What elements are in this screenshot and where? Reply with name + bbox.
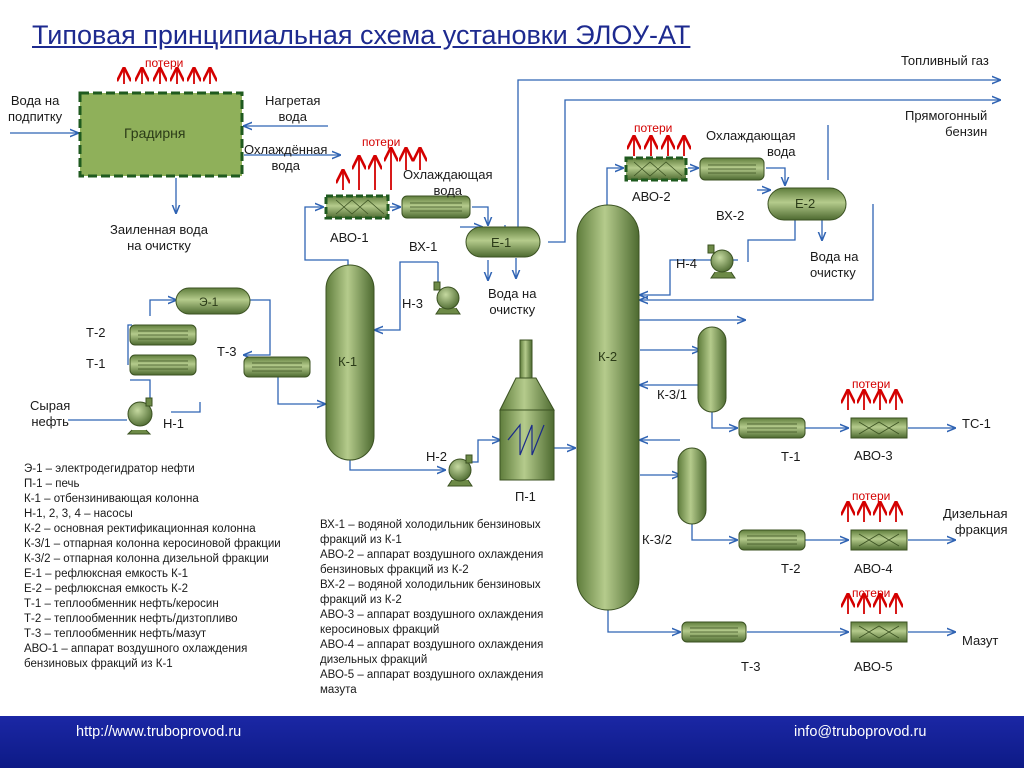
stream-water-makeup: Вода на подпитку xyxy=(8,93,63,124)
page-title: Типовая принципиальная схема установки Э… xyxy=(32,20,691,50)
air-cooler-avo1[interactable] xyxy=(324,194,390,220)
stream-cooled-water: Охлаждённая вода xyxy=(244,142,328,173)
legend-item: К-1 – отбензинивающая колонна xyxy=(24,493,199,505)
air-cooler-avo4[interactable] xyxy=(850,529,908,551)
label-avo5: АВО-5 xyxy=(854,659,893,674)
column-k1[interactable] xyxy=(325,264,375,461)
label-avo2: АВО-2 xyxy=(632,189,671,204)
label-avo4: АВО-4 xyxy=(854,561,893,576)
legend-item: ВХ-1 – водяной холодильник бензиновых фр… xyxy=(320,519,541,546)
stream-diesel: Дизельная фракция xyxy=(943,506,1008,537)
legend-item: АВО-2 – аппарат воздушного охлаждения бе… xyxy=(320,549,544,576)
legend-item: К-3/1 – отпарная колонна керосиновой фра… xyxy=(24,538,281,550)
loss-label-avo1: потери xyxy=(362,135,401,149)
label-t2: Т-2 xyxy=(86,325,106,340)
legend-item: АВО-3 – аппарат воздушного охлаждения ке… xyxy=(320,609,544,636)
heat-exchanger-t1-out[interactable] xyxy=(738,417,806,439)
legend-right: ВХ-1 – водяной холодильник бензиновых фр… xyxy=(320,518,582,698)
label-n3: Н-3 xyxy=(402,296,423,311)
stream-water-treat-1: Вода на очистку xyxy=(488,286,537,317)
legend-item: Е-1 – рефлюксная емкость К-1 xyxy=(24,568,189,580)
footer-bar: http://www.truboprovod.ru info@truboprov… xyxy=(0,716,1024,768)
label-k2: К-2 xyxy=(598,349,618,364)
water-cooler-vx2[interactable] xyxy=(699,157,765,181)
stream-straight-gasoline: Прямогонный бензин xyxy=(905,108,988,139)
label-t3: Т-3 xyxy=(217,344,237,359)
label-k32: К-3/2 xyxy=(642,532,672,547)
label-t1-out: Т-1 xyxy=(781,449,801,464)
label-ye1: Е-1 xyxy=(491,235,512,250)
legend-item: ВХ-2 – водяной холодильник бензиновых фр… xyxy=(320,579,541,606)
loss-arrows xyxy=(124,70,896,614)
legend-item: АВО-4 – аппарат воздушного охлаждения ди… xyxy=(320,639,544,666)
label-k31: К-3/1 xyxy=(657,387,687,402)
legend-item: К-2 – основная ректификационная колонна xyxy=(24,523,256,535)
legend-item: АВО-1 – аппарат воздушного охлаждения бе… xyxy=(24,643,248,670)
loss-label-avo3: потери xyxy=(852,377,891,391)
column-k2[interactable] xyxy=(576,204,640,611)
legend-item: П-1 – печь xyxy=(24,478,80,490)
label-e1: Э-1 xyxy=(199,295,219,309)
legend-item: Э-1 – электродегидратор нефти xyxy=(24,463,195,475)
footer-url-link[interactable]: http://www.truboprovod.ru xyxy=(76,724,242,740)
loss-label-gradirnya: потери xyxy=(145,56,184,70)
legend-item: Т-2 – теплообменник нефть/дизтопливо xyxy=(24,613,238,625)
stripper-k31[interactable] xyxy=(697,326,727,413)
label-vx2: ВХ-2 xyxy=(716,208,745,223)
loss-label-avo4: потери xyxy=(852,489,891,503)
reflux-drum-e1[interactable] xyxy=(465,226,541,258)
label-avo3: АВО-3 xyxy=(854,448,893,463)
label-k1: К-1 xyxy=(338,354,358,369)
loss-label-avo5: потери xyxy=(852,586,891,600)
heat-exchanger-t3-out[interactable] xyxy=(681,621,747,643)
stream-water-treat-2: Вода на очистку xyxy=(810,249,859,280)
electrodehydrator-e1[interactable] xyxy=(175,287,251,315)
heat-exchanger-t2-out[interactable] xyxy=(738,529,806,551)
stream-cooling-water-1: Охлаждающая вода xyxy=(403,167,493,198)
pump-n2[interactable] xyxy=(447,454,473,487)
label-t3-out: Т-3 xyxy=(741,659,761,674)
heat-exchanger-t3[interactable] xyxy=(243,356,311,378)
air-cooler-avo2[interactable] xyxy=(624,156,688,182)
label-gradirnya: Градирня xyxy=(124,125,186,141)
stream-fuel-gas: Топливный газ xyxy=(901,53,989,68)
stream-crude: Сырая нефть xyxy=(30,398,71,429)
legend-item: АВО-5 – аппарат воздушного охлаждения ма… xyxy=(320,669,544,696)
footer-email-link[interactable]: info@truboprovod.ru xyxy=(794,724,927,740)
label-n2: Н-2 xyxy=(426,449,447,464)
label-vx1: ВХ-1 xyxy=(409,239,438,254)
cooling-tower[interactable] xyxy=(78,91,244,178)
label-t2-out: Т-2 xyxy=(781,561,801,576)
label-p1: П-1 xyxy=(515,489,536,504)
pump-n3[interactable] xyxy=(433,281,461,315)
air-cooler-avo3[interactable] xyxy=(850,417,908,439)
legend-item: Т-3 – теплообменник нефть/мазут xyxy=(24,628,207,640)
label-ye2: Е-2 xyxy=(795,196,816,211)
legend-item: Е-2 – рефлюксная емкость К-2 xyxy=(24,583,189,595)
heat-exchanger-t1[interactable] xyxy=(129,354,197,376)
reflux-drum-e2[interactable] xyxy=(767,187,847,221)
heat-exchanger-t2[interactable] xyxy=(129,324,197,346)
label-n1: Н-1 xyxy=(163,416,184,431)
legend-item: Т-1 – теплообменник нефть/керосин xyxy=(24,598,219,610)
stripper-k32[interactable] xyxy=(677,447,707,525)
furnace-p1[interactable] xyxy=(499,339,555,481)
loss-label-avo2: потери xyxy=(634,121,673,135)
air-cooler-avo5[interactable] xyxy=(850,621,908,643)
label-t1: Т-1 xyxy=(86,356,106,371)
label-avo1: АВО-1 xyxy=(330,230,369,245)
stream-tc1: ТС-1 xyxy=(962,416,991,431)
legend-item: Н-1, 2, 3, 4 – насосы xyxy=(24,508,133,520)
stream-sludge-water: Заиленная вода на очистку xyxy=(110,222,208,253)
pump-n1[interactable] xyxy=(126,397,153,435)
stream-heated-water: Нагретая вода xyxy=(265,93,321,124)
legend-left: Э-1 – электродегидратор нефти П-1 – печь… xyxy=(24,462,309,672)
stream-cooling-water-2: Охлаждающая вода xyxy=(706,128,796,159)
water-cooler-vx1[interactable] xyxy=(401,195,471,219)
legend-item: К-3/2 – отпарная колонна дизельной фракц… xyxy=(24,553,269,565)
stream-mazut: Мазут xyxy=(962,633,999,648)
pump-n4[interactable] xyxy=(707,244,736,279)
label-n4: Н-4 xyxy=(676,256,697,271)
